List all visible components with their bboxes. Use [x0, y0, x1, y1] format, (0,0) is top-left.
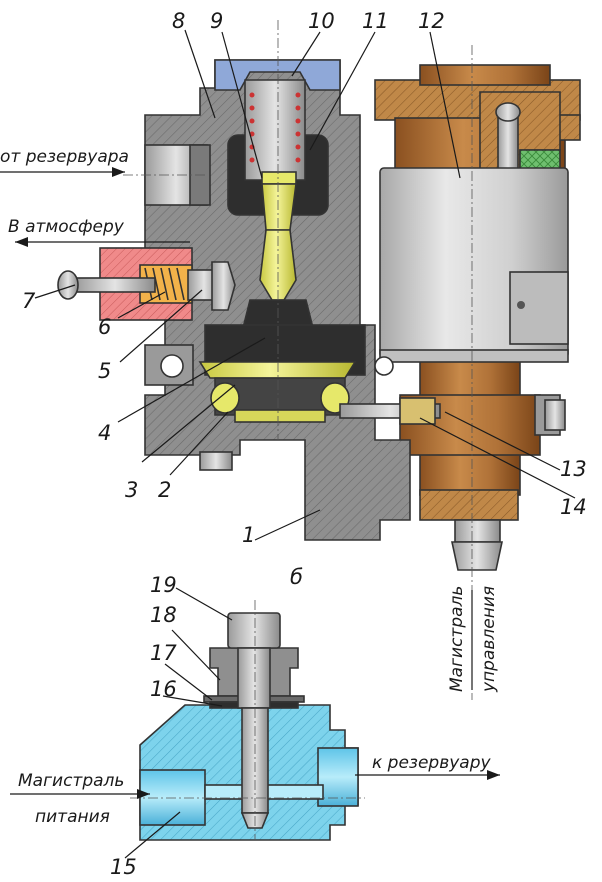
- label-18: 18: [150, 603, 177, 627]
- label-2: 2: [158, 478, 171, 502]
- label-8: 8: [172, 9, 185, 33]
- label-9: 9: [210, 9, 223, 33]
- supply-line-text-2: питания: [35, 807, 110, 827]
- label-6: 6: [98, 315, 111, 339]
- supply-line-text-1: Магистраль: [18, 771, 124, 791]
- from-reservoir-text: от резервуара: [0, 147, 129, 167]
- label-1: 1: [242, 523, 255, 547]
- label-11: 11: [362, 9, 389, 33]
- label-5: 5: [98, 359, 111, 383]
- to-atmosphere-text: В атмосферу: [8, 217, 125, 237]
- label-19: 19: [150, 573, 177, 597]
- screw-head-19: [227, 612, 281, 649]
- piston-assembly: [198, 324, 366, 423]
- upper-valve-assembly: [57, 20, 581, 700]
- control-line-text-2: управления: [479, 586, 499, 693]
- cover-10: [214, 59, 341, 91]
- control-rod: [339, 397, 441, 425]
- label-4: 4: [98, 421, 111, 445]
- solenoid-coil-12: [379, 167, 569, 363]
- leader-lines: [34, 29, 576, 859]
- part-number-labels: 8 9 10 11 12 7 6 5 4 3 2 1 13 14 19 18 1…: [22, 9, 587, 879]
- to-reservoir-text: к резервуару: [372, 753, 491, 773]
- screw-shank: [237, 647, 271, 709]
- lower-valve-assembly: [130, 600, 365, 841]
- label-16: 16: [150, 677, 177, 701]
- label-3: 3: [125, 478, 138, 502]
- label-15: 15: [110, 855, 137, 879]
- control-line-fitting: [451, 519, 503, 571]
- view-label-b: б: [290, 565, 303, 589]
- supply-port: [139, 769, 206, 826]
- flow-arrows: [0, 167, 500, 799]
- upper-chamber: [227, 79, 329, 216]
- flow-text-labels: от резервуара В атмосферу к резервуару М…: [0, 147, 499, 827]
- label-17: 17: [150, 641, 177, 665]
- label-7: 7: [22, 289, 36, 313]
- label-13: 13: [560, 457, 587, 481]
- label-14: 14: [560, 495, 587, 519]
- control-line-text-1: Магистраль: [447, 586, 467, 692]
- label-12: 12: [418, 9, 445, 33]
- label-10: 10: [308, 9, 335, 33]
- manual-release-valve: [57, 247, 236, 321]
- outlet-port: [317, 747, 359, 807]
